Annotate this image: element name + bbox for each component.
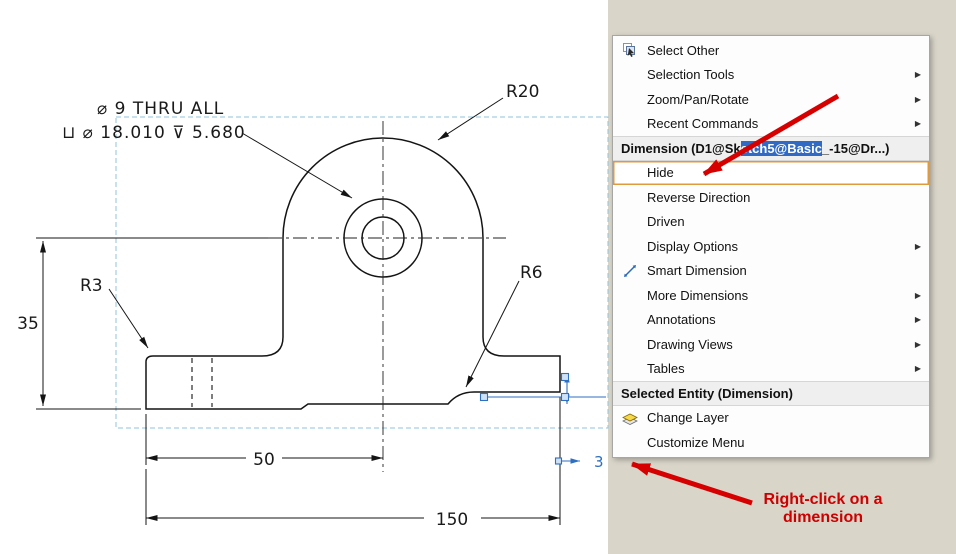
empty-icon-slot — [619, 238, 641, 254]
dim-r6-text[interactable]: R6 — [520, 263, 543, 283]
menu-item-label: Recent Commands — [647, 116, 759, 132]
note-counterbore-line1[interactable]: ⌀ 9 THRU ALL — [97, 99, 224, 119]
dim-r20-text[interactable]: R20 — [506, 82, 539, 102]
menu-item-label: Hide — [647, 165, 674, 181]
empty-icon-slot — [619, 287, 641, 303]
menu-item-hide[interactable]: Hide — [613, 160, 929, 185]
dim-35-text[interactable]: 35 — [17, 314, 39, 334]
submenu-arrow-icon: ▶ — [914, 290, 921, 300]
submenu-arrow-icon: ▶ — [914, 364, 921, 374]
submenu-arrow-icon: ▶ — [914, 241, 921, 251]
dim-50-text[interactable]: 50 — [253, 450, 275, 470]
empty-icon-slot — [619, 91, 641, 107]
dim-150-text[interactable]: 150 — [436, 510, 468, 530]
empty-icon-slot — [619, 312, 641, 328]
empty-icon-slot — [619, 165, 641, 181]
dimension-lines[interactable] — [36, 97, 561, 525]
selection-handles[interactable] — [479, 372, 570, 465]
header-text-highlighted: etch5@Basic — [740, 140, 822, 156]
view-boundary — [115, 116, 609, 429]
note-counterbore-line2[interactable]: ⊔ ⌀ 18.010 ⊽ 5.680 — [62, 123, 246, 143]
menu-item-zoom-pan-rotate[interactable]: Zoom/Pan/Rotate ▶ — [613, 87, 929, 112]
menu-item-driven[interactable]: Driven — [613, 210, 929, 235]
menu-header-selected-entity: Selected Entity (Dimension) — [613, 381, 929, 406]
menu-item-label: Annotations — [647, 312, 716, 328]
menu-item-label: Reverse Direction — [647, 189, 751, 205]
menu-item-annotations[interactable]: Annotations ▶ — [613, 308, 929, 333]
menu-item-reverse-direction[interactable]: Reverse Direction — [613, 185, 929, 210]
submenu-arrow-icon: ▶ — [914, 70, 921, 80]
smart-dimension-icon — [619, 263, 641, 279]
hidden-lines — [191, 358, 213, 407]
change-layer-icon — [619, 410, 641, 426]
empty-icon-slot — [619, 434, 641, 450]
dim-r3-text[interactable]: R3 — [80, 276, 103, 296]
context-menu: Select Other Selection Tools ▶ Zoom/Pan/… — [612, 35, 930, 458]
menu-item-label: Display Options — [647, 238, 739, 254]
menu-item-recent-commands[interactable]: Recent Commands ▶ — [613, 112, 929, 137]
empty-icon-slot — [619, 361, 641, 377]
empty-icon-slot — [619, 67, 641, 83]
menu-item-label: Drawing Views — [647, 336, 733, 352]
centerlines — [268, 121, 506, 472]
dim-3-text[interactable]: 3 — [594, 453, 604, 471]
menu-item-smart-dimension[interactable]: Smart Dimension — [613, 259, 929, 284]
submenu-arrow-icon: ▶ — [914, 94, 921, 104]
selected-dimension[interactable]: 3 — [479, 372, 607, 471]
menu-item-more-dimensions[interactable]: More Dimensions ▶ — [613, 283, 929, 308]
menu-item-label: Smart Dimension — [647, 263, 747, 279]
header-text: _-15@Dr...) — [821, 140, 890, 156]
menu-item-selection-tools[interactable]: Selection Tools ▶ — [613, 63, 929, 88]
menu-item-label: Tables — [647, 361, 685, 377]
menu-item-tables[interactable]: Tables ▶ — [613, 357, 929, 382]
menu-item-label: Customize Menu — [647, 434, 745, 450]
menu-item-label: Change Layer — [647, 410, 729, 426]
menu-item-drawing-views[interactable]: Drawing Views ▶ — [613, 332, 929, 357]
header-text: Selected Entity (Dimension) — [621, 385, 793, 401]
submenu-arrow-icon: ▶ — [914, 315, 921, 325]
header-text: Dimension (D1@Sk — [621, 140, 741, 156]
empty-icon-slot — [619, 189, 641, 205]
menu-item-label: More Dimensions — [647, 287, 749, 303]
submenu-arrow-icon: ▶ — [914, 339, 921, 349]
dimension-texts: ⌀ 9 THRU ALL ⊔ ⌀ 18.010 ⊽ 5.680 R20 R6 R… — [17, 82, 542, 530]
empty-icon-slot — [619, 214, 641, 230]
menu-item-label: Select Other — [647, 42, 720, 58]
submenu-arrow-icon: ▶ — [914, 119, 921, 129]
menu-item-display-options[interactable]: Display Options ▶ — [613, 234, 929, 259]
menu-item-customize-menu[interactable]: Customize Menu — [613, 430, 929, 455]
menu-item-label: Selection Tools — [647, 67, 735, 83]
menu-item-select-other[interactable]: Select Other — [613, 38, 929, 63]
menu-item-label: Driven — [647, 214, 685, 230]
empty-icon-slot — [619, 116, 641, 132]
select-other-icon — [619, 42, 641, 58]
empty-icon-slot — [619, 336, 641, 352]
part-outline[interactable] — [145, 137, 561, 410]
menu-item-change-layer[interactable]: Change Layer — [613, 406, 929, 431]
menu-item-label: Zoom/Pan/Rotate — [647, 91, 749, 107]
